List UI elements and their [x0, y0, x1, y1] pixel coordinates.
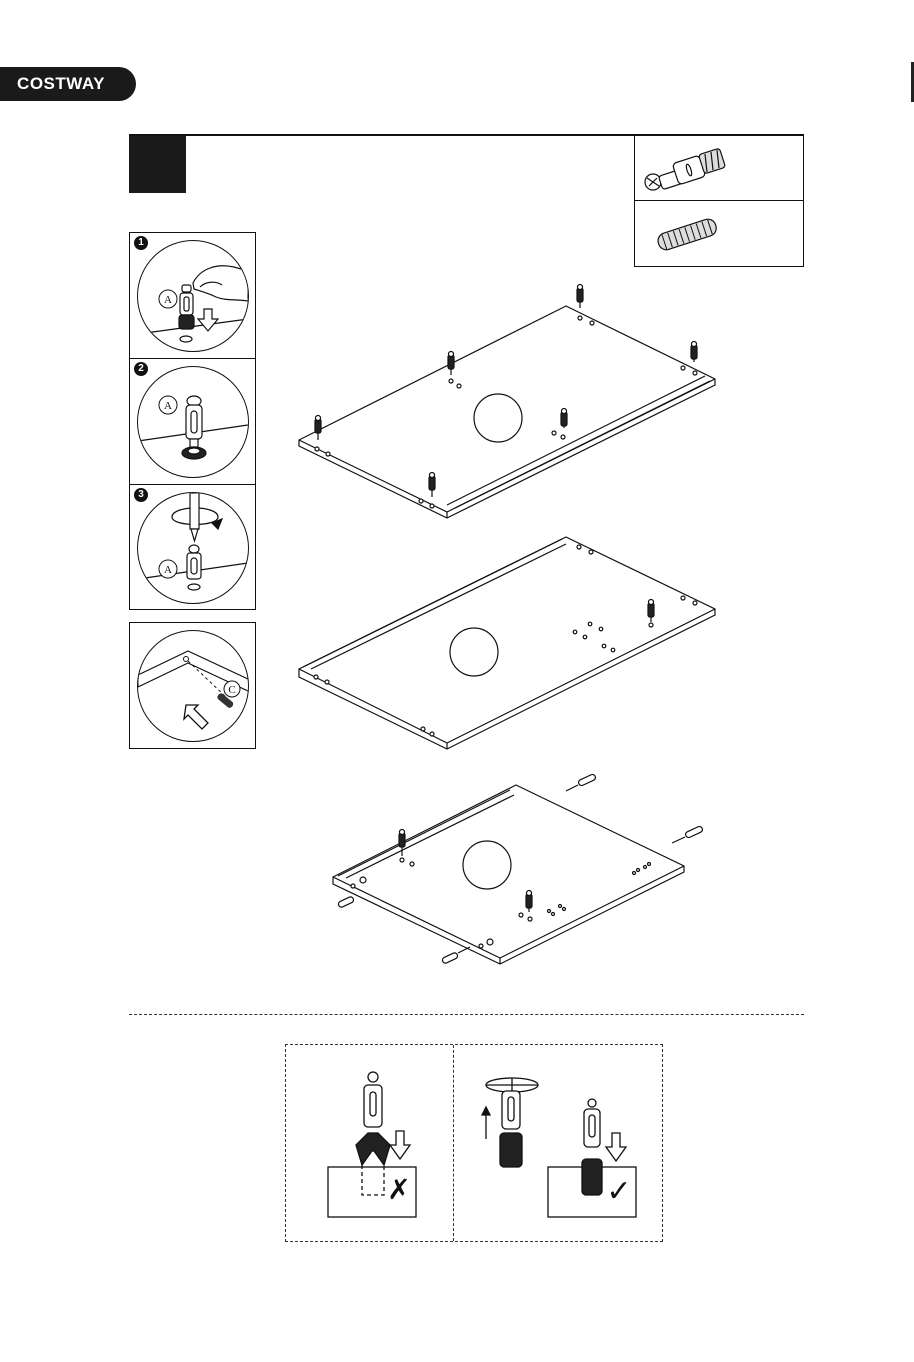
press-down-arrow-icon [606, 1133, 626, 1161]
cam-lock-bolt-icon [577, 285, 583, 309]
note-divider [453, 1045, 454, 1241]
section-divider [129, 1014, 804, 1015]
cam-lock-bolt-icon [691, 342, 697, 363]
wrong-mark-icon: ✗ [387, 1174, 410, 1205]
correct-mark-icon: ✓ [606, 1175, 631, 1208]
wooden-dowel-icon [566, 773, 596, 791]
press-down-arrow-icon [390, 1131, 410, 1159]
top-panel [299, 306, 715, 518]
wooden-dowel-icon [441, 947, 470, 964]
wooden-dowel-icon [672, 825, 703, 843]
bottom-panel [333, 785, 684, 964]
wooden-dowel-icon [337, 896, 354, 908]
note-drawings: ✗ ✓ [286, 1045, 662, 1241]
middle-panel [299, 537, 715, 749]
installation-note-box: ✗ ✓ [285, 1044, 663, 1242]
cam-lock-bolt-icon [561, 409, 567, 429]
